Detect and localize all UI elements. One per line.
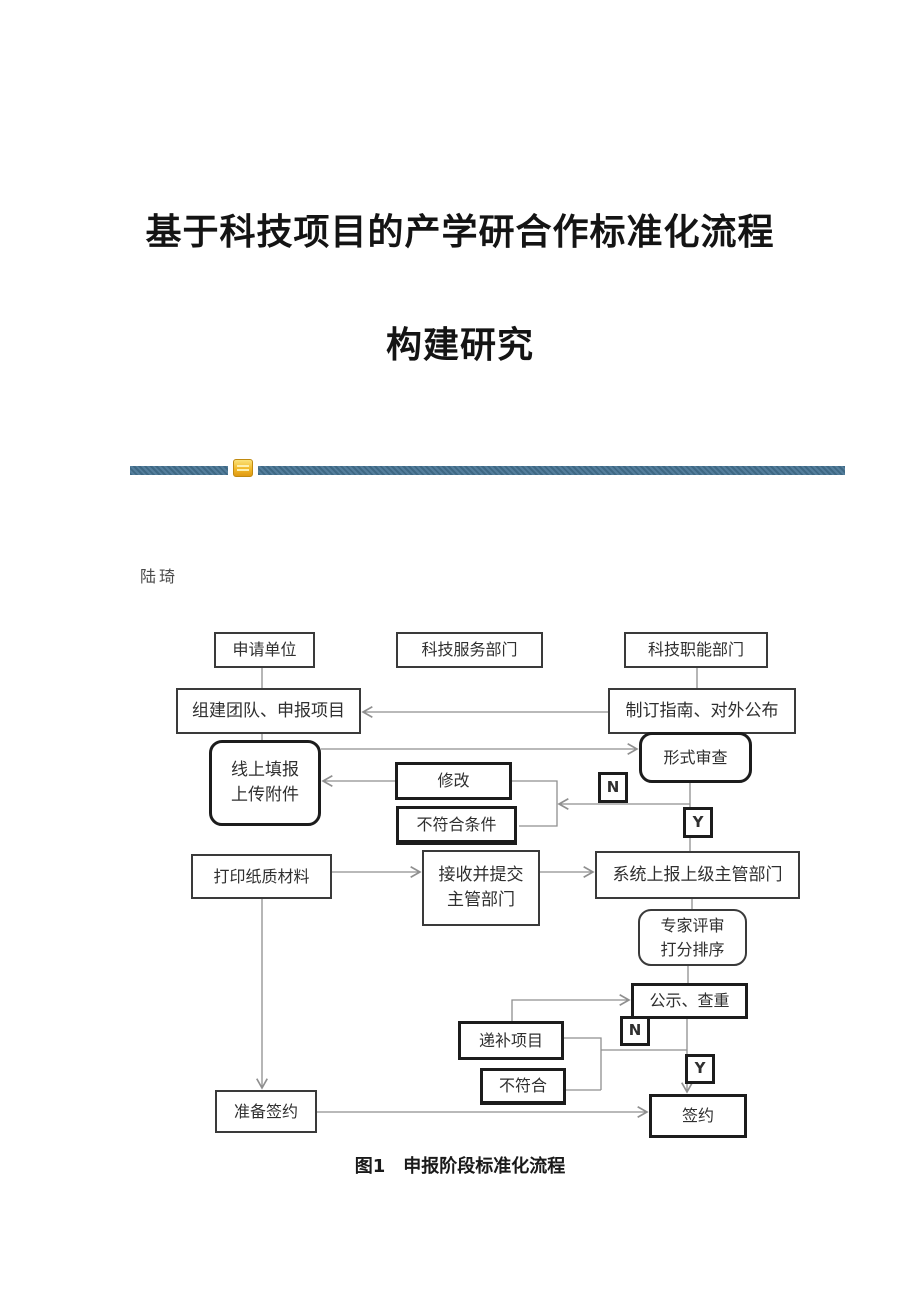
node-supplement-project: 递补项目 xyxy=(458,1021,564,1060)
node-label: 形式审查 xyxy=(663,747,728,767)
node-label: N xyxy=(628,1021,642,1040)
node-sign: 签约 xyxy=(649,1094,747,1138)
divider-bar-right xyxy=(258,466,845,475)
node-label: 签约 xyxy=(681,1106,714,1126)
node-label: 申请单位 xyxy=(232,640,297,660)
node-publicity-check: 公示、查重 xyxy=(631,983,748,1019)
node-apply-unit: 申请单位 xyxy=(214,632,315,668)
node-label: 准备签约 xyxy=(233,1101,298,1121)
branch-label-n1: N xyxy=(598,772,628,803)
node-form-team: 组建团队、申报项目 xyxy=(176,688,361,734)
node-label: Y xyxy=(692,812,704,831)
node-label: 不符合 xyxy=(498,1076,547,1096)
node-label-line2: 主管部门 xyxy=(447,890,515,910)
node-label: 系统上报上级主管部门 xyxy=(612,864,783,885)
node-label-line1: 线上填报 xyxy=(231,760,299,781)
envelope-icon xyxy=(233,459,253,477)
node-not-meet: 不符合 xyxy=(480,1068,566,1105)
node-label: N xyxy=(606,777,620,796)
node-label-line1: 专家评审 xyxy=(660,916,725,936)
node-modify: 修改 xyxy=(395,762,512,800)
node-prepare-sign: 准备签约 xyxy=(215,1090,317,1133)
branch-label-y1: Y xyxy=(683,807,713,838)
node-label: 公示、查重 xyxy=(649,991,730,1011)
node-label: 递补项目 xyxy=(478,1030,543,1050)
node-make-guide: 制订指南、对外公布 xyxy=(608,688,796,734)
node-label: 修改 xyxy=(437,771,470,791)
node-label-line2: 打分排序 xyxy=(660,939,725,959)
node-online-fill: 线上填报 上传附件 xyxy=(209,740,321,826)
node-label: 科技服务部门 xyxy=(421,640,518,660)
node-not-meet-condition: 不符合条件 xyxy=(396,806,517,845)
node-label: 科技职能部门 xyxy=(647,640,744,660)
figure-caption: 图1 申报阶段标准化流程 xyxy=(354,1156,566,1177)
document-title-line1: 基于科技项目的产学研合作标准化流程 xyxy=(145,211,775,253)
node-expert-review: 专家评审 打分排序 xyxy=(638,909,747,966)
node-receive-submit: 接收并提交 主管部门 xyxy=(422,850,540,926)
node-label: 组建团队、申报项目 xyxy=(192,700,345,721)
node-sci-function-dept: 科技职能部门 xyxy=(624,632,768,668)
node-system-report: 系统上报上级主管部门 xyxy=(595,851,800,899)
node-label: 不符合条件 xyxy=(416,814,497,834)
branch-label-y2: Y xyxy=(685,1054,715,1084)
node-print-paper: 打印纸质材料 xyxy=(191,854,332,899)
node-label: Y xyxy=(694,1059,706,1078)
node-label: 制订指南、对外公布 xyxy=(625,700,779,721)
divider-bar-left xyxy=(130,466,228,475)
author-name: 陆琦 xyxy=(140,567,179,586)
node-label: 打印纸质材料 xyxy=(213,866,310,886)
branch-label-n2: N xyxy=(620,1016,650,1046)
node-sci-service-dept: 科技服务部门 xyxy=(396,632,543,668)
node-format-review: 形式审查 xyxy=(639,732,752,783)
document-title-line2: 构建研究 xyxy=(385,324,534,366)
node-label-line1: 接收并提交 xyxy=(438,865,524,886)
node-label-line2: 上传附件 xyxy=(231,785,299,805)
